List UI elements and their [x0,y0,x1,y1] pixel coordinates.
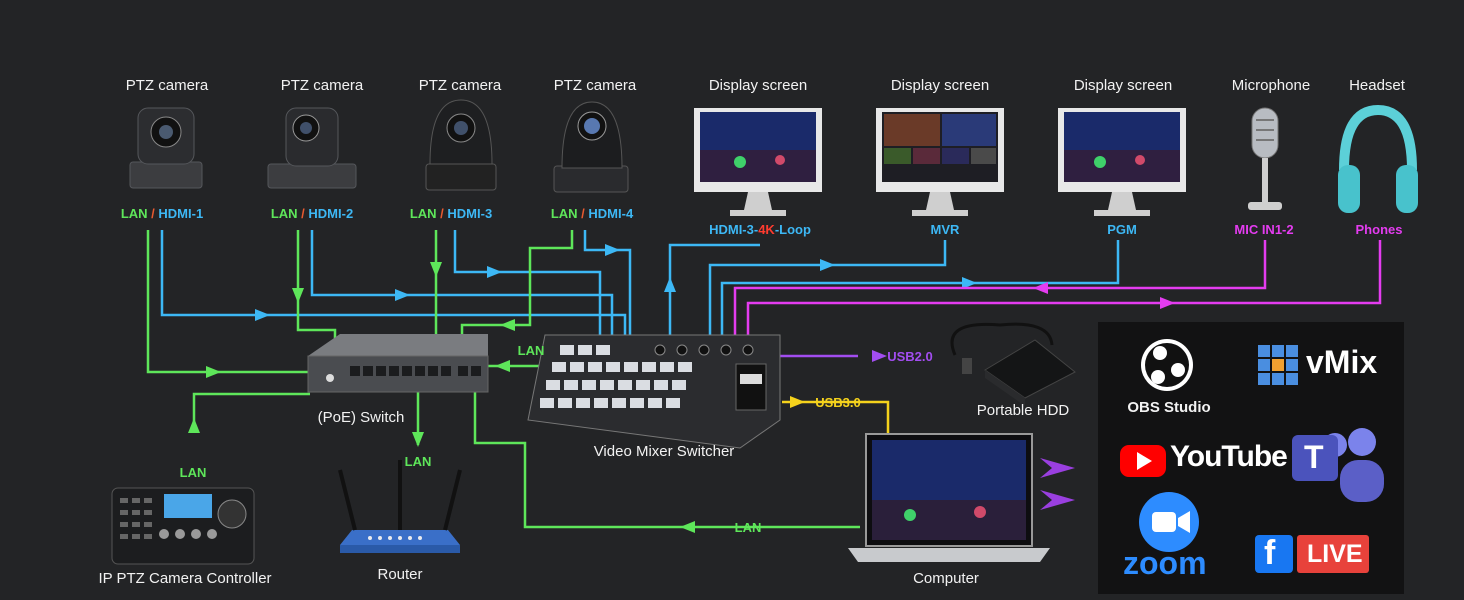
usb3-line [782,400,890,435]
port-a: HDMI-3- [709,222,759,237]
port-b: 4K [758,222,775,237]
computer-title: Computer [913,570,979,587]
facebook-live-logo-icon [1255,535,1369,573]
display-2-title: Display screen [890,77,990,94]
display-1-port: HDMI-3-4K-Loop [709,222,811,237]
switch-title: (PoE) Switch [317,409,405,426]
headset-icon [1338,104,1418,213]
ptz-camera-2-icon [267,107,357,189]
camera-1-ports: LAN / HDMI-1 [121,206,203,221]
mixer-lan-tag: LAN [517,343,545,358]
zoom-logo-icon [1139,492,1199,552]
headset-port: Phones [1355,222,1403,237]
laptop-icon [848,433,1050,562]
camera-4-title: PTZ camera [553,77,637,94]
hdmi-arrows [255,244,977,321]
port-c: -Loop [774,222,811,237]
lan-label: LAN [270,206,298,221]
facebook-letter: f [1264,534,1276,572]
controller-lan-tag: LAN [179,465,207,480]
display-screen-3-icon [1058,108,1186,216]
microphone-port: MIC IN1-2 [1234,222,1294,237]
slash-label: / [440,206,444,221]
lan-label: LAN [120,206,148,221]
lan-arrows [188,262,695,533]
slash-label: / [301,206,305,221]
live-label: LIVE [1307,540,1363,568]
vmix-label: vMix [1306,344,1378,380]
camera-4-ports: LAN / HDMI-4 [551,206,633,221]
usb2-arrow [872,350,887,362]
camera-2-ports: LAN / HDMI-2 [271,206,353,221]
audio-arrows [1033,282,1175,309]
display-screen-2-icon [876,108,1004,216]
obs-label: OBS Studio [1127,399,1211,416]
router-lan-tag: LAN [404,454,432,469]
youtube-label: YouTube [1170,440,1288,473]
computer-lan-tag: LAN [734,520,762,535]
microphone-icon [1248,107,1282,210]
ptz-camera-4-icon [553,101,629,193]
slash-label: / [581,206,585,221]
video-mixer-icon [527,334,781,449]
camera-3-title: PTZ camera [418,77,502,94]
vmix-logo-icon [1258,345,1298,385]
audio-lines [733,240,1382,338]
usb3-arrow [790,396,805,408]
hdmi-label: HDMI-3 [447,206,493,221]
display-2-port: MVR [930,222,960,237]
camera-3-ports: LAN / HDMI-3 [410,206,492,221]
camera-1-title: PTZ camera [125,77,209,94]
mixer-title: Video Mixer Switcher [593,443,735,460]
usb2-tag: USB2.0 [887,349,933,364]
display-screen-1-icon [694,108,822,216]
ptz-camera-1-icon [129,107,203,189]
slash-label: / [151,206,155,221]
hdmi-label: HDMI-2 [308,206,354,221]
headset-title: Headset [1349,77,1405,94]
zoom-label: zoom [1123,545,1207,581]
lan-label: LAN [550,206,578,221]
hdd-title: Portable HDD [976,402,1070,419]
display-3-port: PGM [1107,222,1137,237]
display-3-title: Display screen [1073,77,1173,94]
router-title: Router [377,566,423,583]
lan-label: LAN [409,206,437,221]
usb3-tag: USB3.0 [815,395,861,410]
teams-logo-icon [1292,428,1384,502]
hdmi-label: HDMI-4 [588,206,634,221]
camera-2-title: PTZ camera [280,77,364,94]
poe-switch-icon [307,334,489,393]
youtube-logo-icon [1120,445,1166,477]
router-icon [338,460,462,553]
stream-arrow-2 [1040,490,1075,510]
hdmi-label: HDMI-1 [158,206,204,221]
ptz-controller-icon [111,487,255,565]
obs-logo-icon [1141,339,1193,391]
teams-letter: T [1304,439,1324,475]
ptz-camera-3-icon [425,99,497,191]
controller-title: IP PTZ Camera Controller [98,570,272,587]
portable-hdd-icon [950,322,1076,406]
display-1-title: Display screen [708,77,808,94]
stream-arrow-1 [1040,458,1075,478]
microphone-title: Microphone [1231,77,1311,94]
